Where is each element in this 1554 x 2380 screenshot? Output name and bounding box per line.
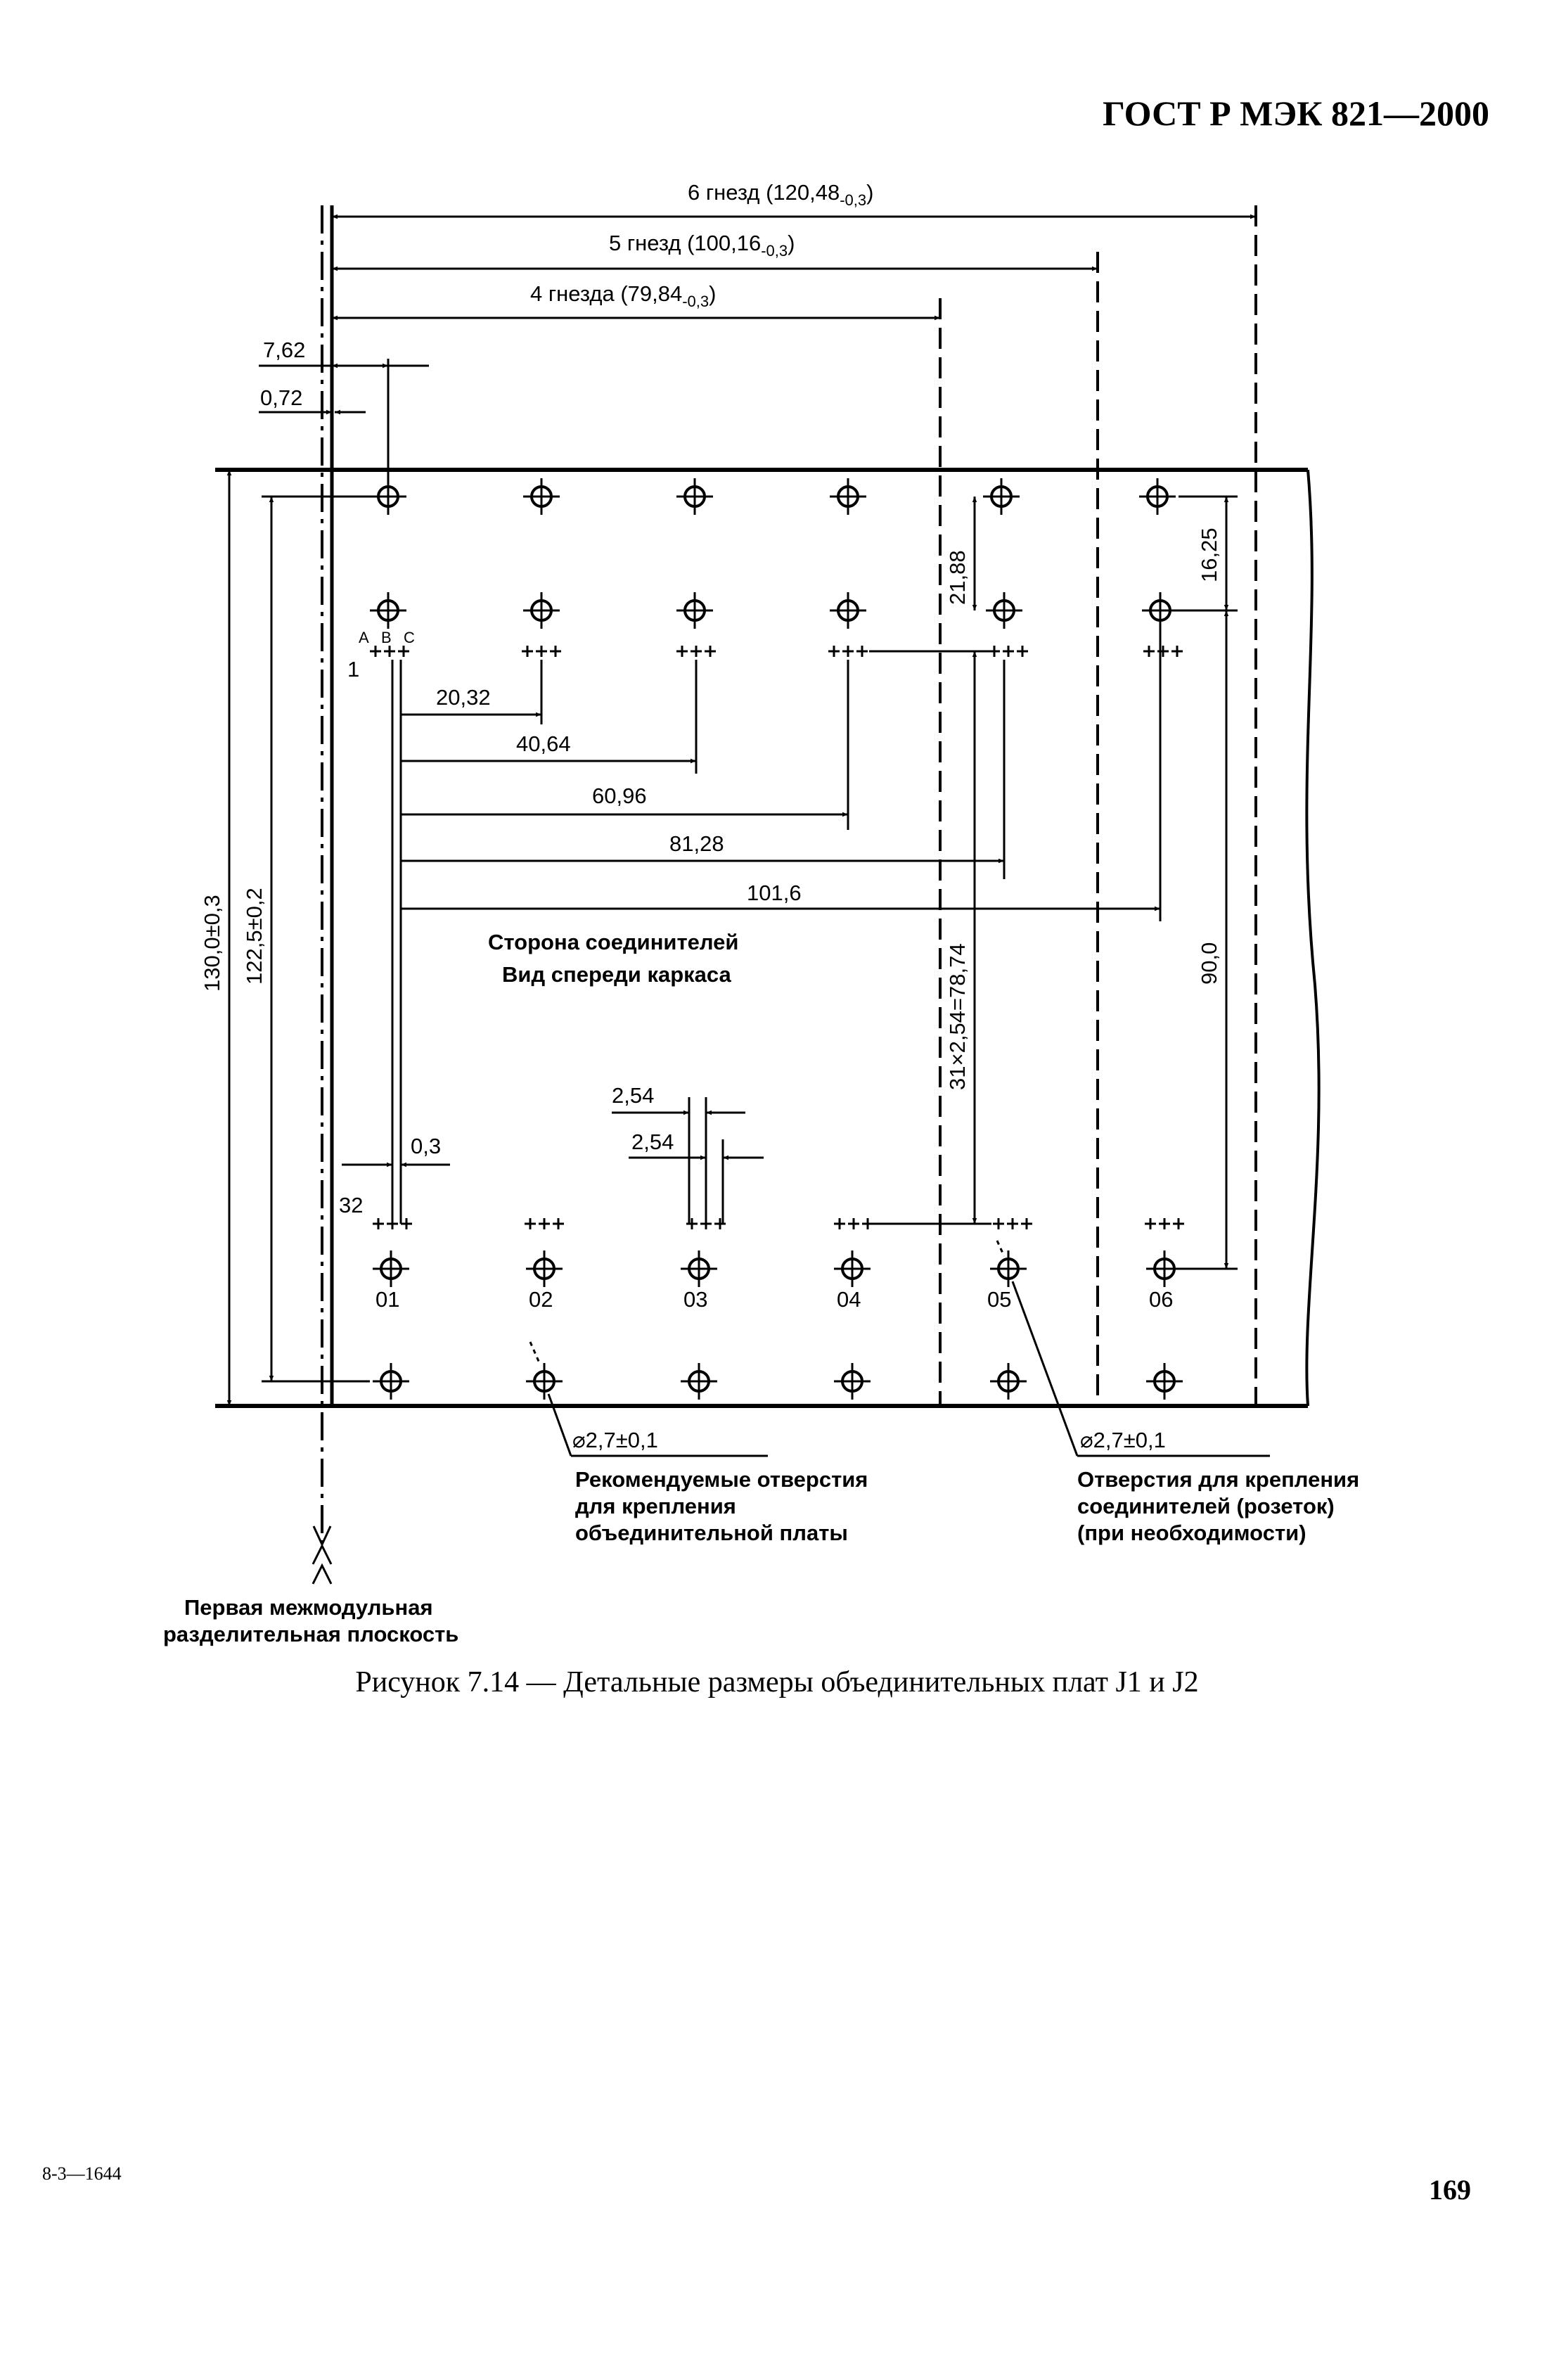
dim-7-62: 7,62	[263, 338, 305, 362]
dim-60-96: 60,96	[592, 783, 647, 808]
slot-number-06: 06	[1149, 1287, 1173, 1312]
vertical-dimensions	[869, 495, 1238, 1270]
intermodule-plane-line	[312, 205, 333, 1585]
dim-2-54-b: 2,54	[631, 1130, 674, 1154]
pin-32-label: 32	[339, 1193, 363, 1217]
height-dimensions	[226, 470, 370, 1406]
dim-0-72: 0,72	[260, 385, 302, 410]
slot-boundary-lines	[939, 205, 1257, 1406]
center-text-line2: Вид спереди каркаса	[502, 962, 732, 987]
dim-pitch-total: 31×2,54=78,74	[945, 943, 970, 1090]
dim-5-slots: 5 гнезд (100,16-0,3)	[609, 231, 795, 260]
dim-81-28: 81,28	[669, 831, 724, 856]
dim-6-slots: 6 гнезд (120,48-0,3)	[688, 180, 873, 209]
dim-20-32: 20,32	[436, 685, 491, 710]
pin-1-label: 1	[347, 657, 359, 682]
row-label-c: C	[404, 629, 415, 646]
small-pitch-dimensions	[342, 1097, 764, 1224]
dim-101-6: 101,6	[747, 881, 802, 905]
dim-4-slots: 4 гнезда (79,84-0,3)	[530, 281, 716, 310]
slot-number-02: 02	[529, 1287, 553, 1312]
hole-right-desc-1: Отверстия для крепления	[1077, 1467, 1359, 1492]
plane-label-1: Первая межмодульная	[184, 1595, 433, 1620]
hole-left-diameter: ⌀2,7±0,1	[572, 1428, 658, 1452]
left-offset-dimensions	[259, 359, 429, 485]
dim-21-88: 21,88	[945, 550, 970, 605]
figure-caption: Рисунок 7.14 — Детальные размеры объедин…	[355, 1666, 1199, 1698]
dim-2-54-a: 2,54	[612, 1083, 654, 1108]
slot-number-05: 05	[987, 1287, 1011, 1312]
hole-right-diameter: ⌀2,7±0,1	[1080, 1428, 1166, 1452]
plane-label-2: разделительная плоскость	[163, 1622, 458, 1646]
dim-40-64: 40,64	[516, 731, 571, 756]
pitch-dimensions	[391, 619, 1162, 1224]
top-dimensions	[332, 214, 1256, 321]
dim-130-0: 130,0±0,3	[200, 895, 224, 992]
board-outline	[215, 205, 1321, 1408]
page-header-title: ГОСТ Р МЭК 821—2000	[1103, 94, 1489, 133]
hole-left-desc-3: объединительной платы	[575, 1521, 848, 1545]
hole-right-desc-2: соединителей (розеток)	[1077, 1494, 1335, 1518]
row-label-b: B	[381, 629, 392, 646]
hole-left-desc-1: Рекомендуемые отверстия	[575, 1467, 868, 1492]
slot-number-04: 04	[837, 1287, 861, 1312]
dim-16-25: 16,25	[1197, 527, 1221, 582]
slot-number-01: 01	[375, 1287, 399, 1312]
center-text-line1: Сторона соединителей	[488, 930, 739, 954]
slot-number-03: 03	[683, 1287, 707, 1312]
footer-code: 8-3—1644	[42, 2163, 122, 2184]
hole-callout-leaders	[529, 1240, 1270, 1457]
dim-90-0: 90,0	[1197, 942, 1221, 985]
row-label-a: A	[359, 629, 369, 646]
dim-0-3: 0,3	[411, 1134, 441, 1158]
dim-122-5: 122,5±0,2	[242, 888, 267, 985]
hole-right-desc-3: (при необходимости)	[1077, 1521, 1306, 1545]
hole-left-desc-2: для крепления	[575, 1494, 736, 1518]
page-number: 169	[1429, 2174, 1471, 2206]
